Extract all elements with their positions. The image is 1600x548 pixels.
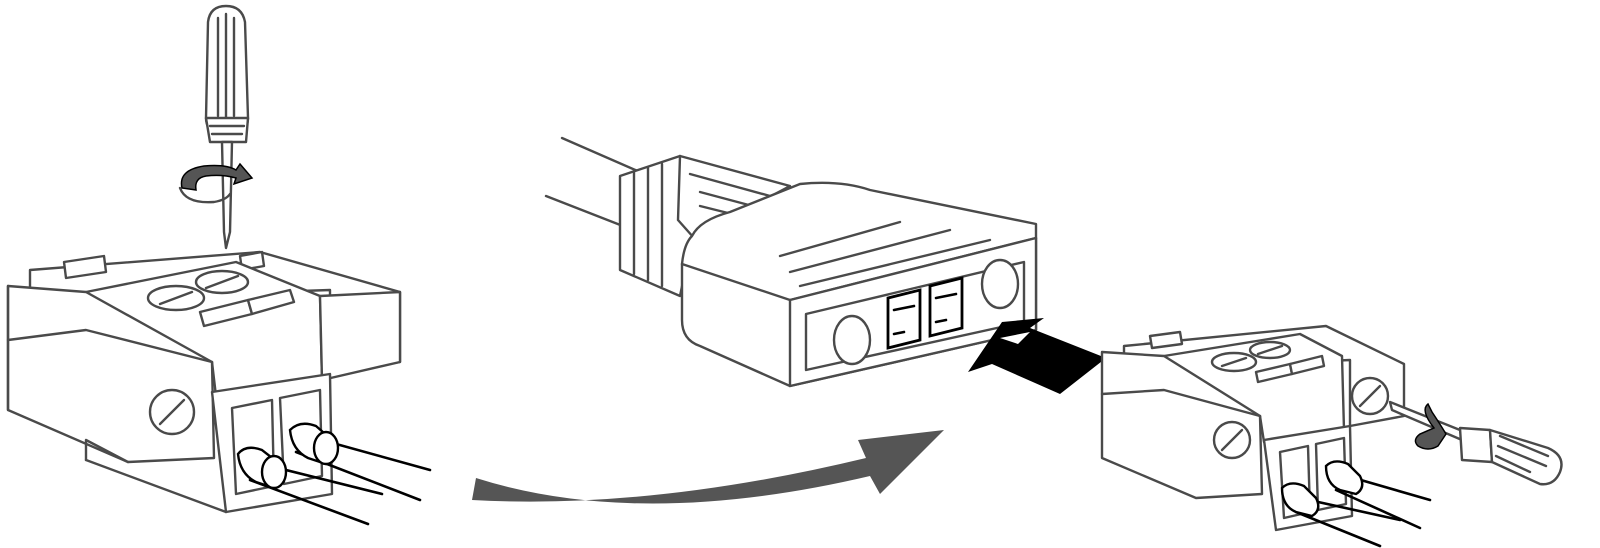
curved-arrow-icon — [472, 430, 944, 504]
left-wires — [236, 422, 432, 526]
socket-pair — [886, 276, 964, 350]
rotate-arrow-icon — [178, 162, 254, 204]
right-wires — [1280, 460, 1432, 548]
screwdriver-icon — [204, 4, 250, 250]
left-terminal-block — [6, 250, 402, 514]
right-terminal-step — [1100, 324, 1563, 548]
right-terminal-block — [1100, 324, 1406, 532]
rotate-arrow-icon — [1414, 402, 1447, 450]
left-terminal-step — [6, 4, 432, 526]
center-connector — [544, 136, 1038, 388]
push-arrow-icon — [968, 318, 1106, 394]
